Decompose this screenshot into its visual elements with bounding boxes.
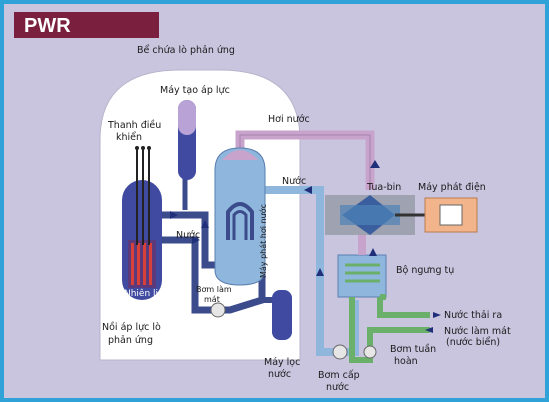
fuel-label: Nhiên liệu: [124, 288, 169, 299]
turbine-blades: [340, 205, 400, 225]
feed-pump: [332, 344, 348, 360]
u-tube-inner: [232, 210, 248, 240]
cooling-outflow: [377, 294, 430, 318]
feed-pump-label: Bơm cấp nước: [318, 370, 363, 393]
steam-dome: [222, 150, 258, 160]
coolant-pump-label-line2: mát: [204, 295, 220, 304]
circulation-pump-label-line2: hoàn: [394, 356, 418, 367]
steam-label: Hơi nước: [268, 114, 310, 125]
generator-label: Máy phát điện: [418, 182, 486, 193]
feed-pump-label-line1: Bơm cấp: [318, 370, 360, 381]
circulation-pump-label-line1: Bơm tuần: [390, 344, 436, 355]
coolant-pump-label: Bơm làm mát: [196, 285, 234, 304]
coolant-pump-label-line1: Bơm làm: [196, 285, 232, 294]
control-rods-label-line2: khiển: [116, 132, 142, 143]
page-title: PWR: [24, 15, 71, 37]
steam-pipe-outline: [239, 134, 371, 190]
cooling-water-label-line2: (nước biển): [446, 337, 500, 348]
water-filter: [272, 290, 292, 340]
cooling-inflow: [349, 297, 430, 363]
feed-pump-label-line2: nước: [326, 382, 349, 393]
flow-arrow-icon: [170, 160, 441, 333]
circulation-pump-label: Bơm tuần hoàn: [390, 344, 439, 367]
coolant-pump: [210, 302, 226, 318]
generator-core: [439, 204, 463, 226]
steam-generator: [214, 147, 266, 286]
pressurizer-label: Máy tạo áp lực: [160, 85, 230, 96]
reactor-vessel-label-line2: phản ứng: [108, 335, 153, 346]
control-rods: [135, 146, 151, 245]
water-reactor-label: Nước: [176, 230, 200, 241]
cooling-water-label: Nước làm mát (nước biển): [444, 326, 514, 348]
condenser-label: Bộ ngưng tụ: [396, 265, 454, 276]
reactor-vessel-label: Nồi áp lực lò phản ứng: [102, 322, 164, 346]
steam-generator-label: Máy phát hơi nước: [258, 204, 268, 278]
filter-label-line2: nước: [268, 369, 291, 380]
filter-label: Máy lọc nước: [264, 357, 303, 380]
control-rods-label-line: Thanh điều: [107, 120, 161, 131]
containment-label: Bể chứa lò phản ứng: [137, 45, 235, 56]
discharge-water-label: Nước thải ra: [444, 310, 502, 321]
pressurizer-top: [178, 100, 196, 135]
filter-label-line1: Máy lọc: [264, 357, 300, 368]
fuel-rods: [131, 243, 152, 285]
condenser: [337, 254, 387, 298]
reactor-vessel-label-line1: Nồi áp lực lò: [102, 322, 161, 333]
turbine-label: Tua-bin: [366, 182, 401, 193]
u-tube-bundle: [226, 202, 254, 240]
water-top-label: Nước: [282, 176, 306, 187]
cooling-water-label-line1: Nước làm mát: [444, 326, 511, 337]
condenser-tubes: [345, 263, 380, 283]
title-banner: [14, 12, 159, 38]
control-rods-label: Thanh điều khiển: [107, 120, 164, 143]
circulation-pump: [363, 345, 377, 359]
